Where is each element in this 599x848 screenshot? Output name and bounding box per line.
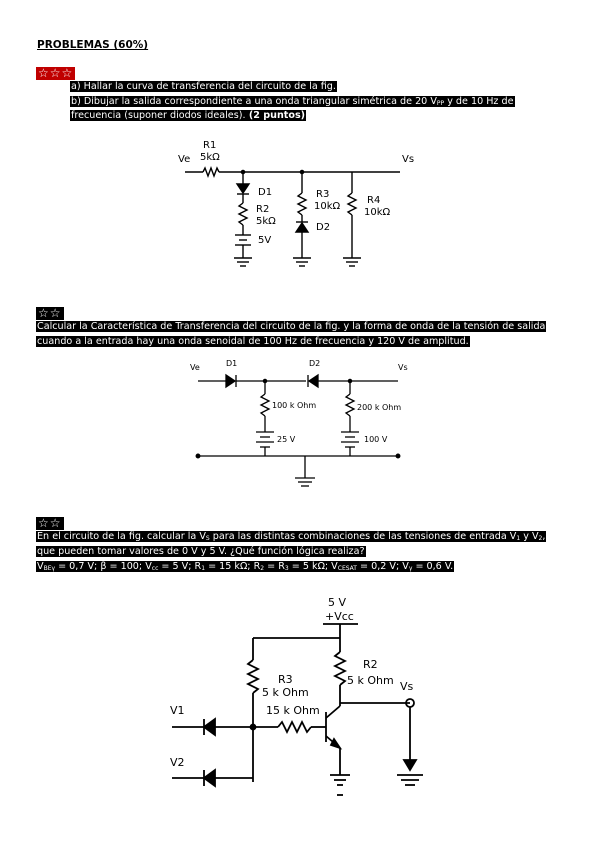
label-vs: Vs: [400, 680, 414, 693]
label-r2: R2: [256, 204, 269, 215]
label-v2: V2: [170, 756, 185, 769]
problem-2-line-1: Calcular la Característica de Transferen…: [36, 321, 547, 332]
label-r2: R2: [363, 658, 378, 671]
problem-3-line-1: En el circuito de la fig. calcular la VS…: [36, 531, 547, 542]
label-r1: R1: [203, 140, 216, 151]
label-vs: Vs: [402, 154, 414, 165]
label-ve: Ve: [190, 363, 200, 372]
label-r3: R3: [316, 189, 329, 200]
label-r3-value: 5 k Ohm: [262, 686, 309, 699]
label-source-100v: 100 V: [364, 435, 388, 444]
label-ve: Ve: [178, 154, 190, 165]
label-r-100k: 100 k Ohm: [272, 401, 316, 410]
label-source-5v: 5V: [258, 235, 271, 246]
label-d1: D1: [258, 187, 272, 198]
label-v1: V1: [170, 704, 185, 717]
label-vs: Vs: [398, 363, 408, 372]
label-r4: R4: [367, 195, 380, 206]
page-title: PROBLEMAS (60%): [37, 39, 149, 51]
problem-1-line-c: frecuencia (suponer diodos ideales). (2 …: [70, 110, 307, 121]
problem-3-line-2: que pueden tomar valores de 0 V y 5 V. ¿…: [36, 546, 366, 557]
label-d2: D2: [309, 359, 320, 368]
label-r3: R3: [278, 673, 293, 686]
label-r4-value: 10kΩ: [364, 207, 391, 218]
label-vcc-value: 5 V: [328, 596, 346, 609]
label-vcc: +Vcc: [325, 610, 354, 623]
label-r1-value: 15 k Ohm: [266, 704, 320, 717]
label-source-25v: 25 V: [277, 435, 296, 444]
label-d1: D1: [226, 359, 237, 368]
problem-3-line-3: VBEγ = 0,7 V; β = 100; Vcc = 5 V; R1 = 1…: [36, 561, 455, 572]
label-r-200k: 200 k Ohm: [357, 403, 401, 412]
problem-1-line-a: a) Hallar la curva de transferencia del …: [70, 81, 337, 92]
label-r2-value: 5kΩ: [256, 216, 276, 227]
difficulty-stars-problem-1: ☆☆☆: [36, 66, 76, 80]
label-d2: D2: [316, 222, 330, 233]
problem-2-line-2: cuando a la entrada hay una onda senoida…: [36, 336, 470, 347]
label-r3-value: 10kΩ: [314, 201, 341, 212]
label-r2-value: 5 k Ohm: [347, 674, 394, 687]
difficulty-stars-problem-3: ☆☆: [36, 516, 64, 530]
label-r1-value: 5kΩ: [200, 152, 220, 163]
problem-1-line-b: b) Dibujar la salida correspondiente a u…: [70, 96, 515, 107]
difficulty-stars-problem-2: ☆☆: [36, 306, 64, 320]
